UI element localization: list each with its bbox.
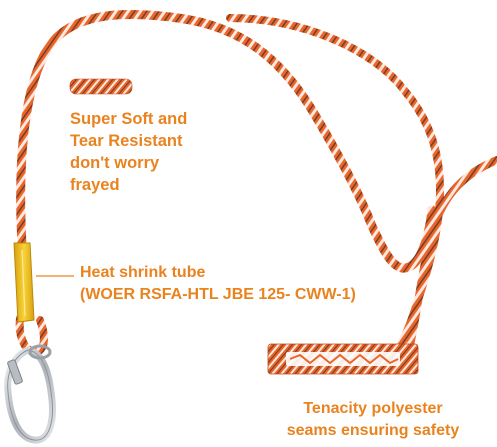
- rope-lower-right: [406, 156, 497, 349]
- heat-shrink-tube: [13, 242, 35, 323]
- callout-soft-line-2: Tear Resistant: [70, 132, 183, 150]
- callout-tube-line-1: Heat shrink tube: [80, 264, 206, 281]
- carabiner-icon: [4, 344, 56, 444]
- callout-soft-line-4: frayed: [70, 176, 120, 194]
- rope-main: [16, 10, 437, 273]
- callout-soft-line-1: Super Soft and: [70, 110, 188, 128]
- callout-tube-line-2: (WOER RSFA-HTL JBE 125- CWW-1): [80, 286, 356, 303]
- callout-seams-line-1: Tenacity polyester: [303, 400, 443, 417]
- callout-seams-line-2: seams ensuring safety: [286, 422, 460, 439]
- rope-swatch-soft: [69, 78, 133, 95]
- callout-seams-text: Tenacity polyester seams ensuring safety: [255, 398, 491, 442]
- callout-soft-text: Super Soft and Tear Resistant don't worr…: [70, 108, 187, 196]
- seam-swatch: [267, 343, 419, 375]
- callout-tube-text: Heat shrink tube (WOER RSFA-HTL JBE 125-…: [80, 262, 356, 306]
- callout-soft-line-3: don't worry: [70, 154, 160, 172]
